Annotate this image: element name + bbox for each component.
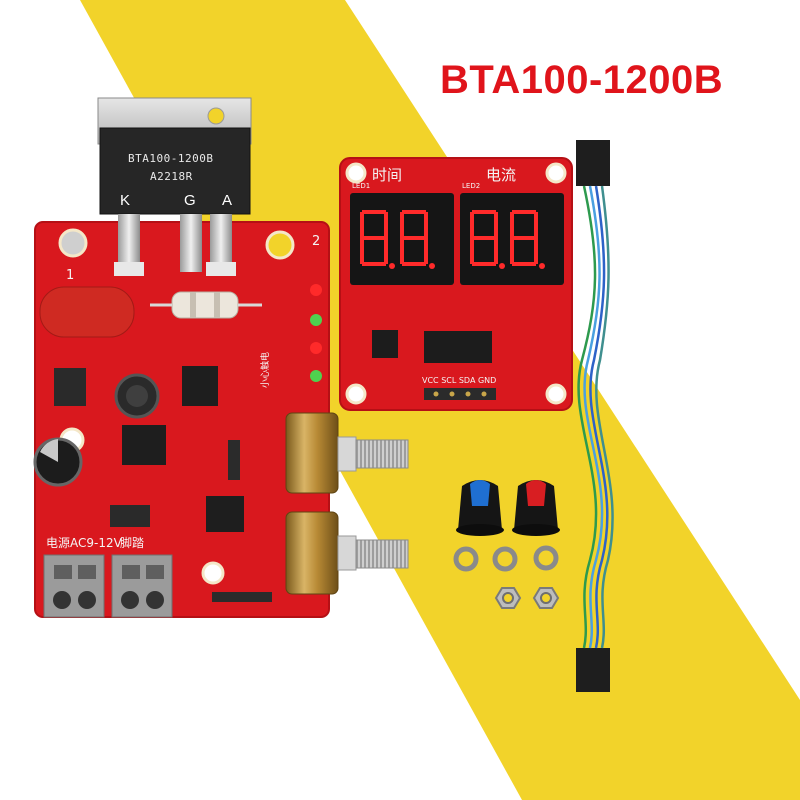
- triac-pin-k: K: [120, 192, 131, 209]
- label-caution: 小心触电: [261, 351, 271, 388]
- red-knob: [512, 480, 560, 536]
- board-marker-1: 1: [66, 268, 75, 283]
- board-marker-2: 2: [312, 234, 321, 249]
- label-display-header: VCC SCL SDA GND: [422, 376, 497, 385]
- pedal-terminal-block: [111, 554, 173, 618]
- potentiometer-lower: [285, 511, 409, 595]
- label-led2: LED2: [462, 182, 481, 190]
- power-terminal-block: [43, 554, 105, 618]
- dupont-cable: [576, 140, 614, 692]
- display-pcb-board: [339, 157, 573, 411]
- triac-marking-line1: BTA100-1200B: [128, 152, 214, 165]
- display-driver-chip: [424, 331, 492, 363]
- triac-marking-line2: A2218R: [150, 170, 193, 183]
- potentiometer-upper: [285, 412, 409, 494]
- power-resistor: [171, 291, 239, 319]
- triac-body: [99, 127, 251, 215]
- label-power-input: 电源AC9-12V: [46, 536, 122, 550]
- washers: [453, 545, 559, 572]
- label-foot-pedal: 脚踏: [120, 536, 145, 550]
- blue-knob: [456, 480, 504, 536]
- product-title: BTA100-1200B: [440, 58, 724, 102]
- label-led1: LED1: [352, 182, 371, 190]
- film-capacitor: [39, 286, 135, 338]
- current-digits: [470, 210, 538, 266]
- nuts: [494, 587, 560, 609]
- label-time: 时间: [372, 166, 403, 184]
- label-current: 电流: [486, 166, 517, 184]
- main-pcb-board: [33, 97, 409, 618]
- time-digits: [360, 210, 428, 266]
- triac-pin-a: A: [222, 192, 233, 209]
- triac-pin-g: G: [184, 192, 196, 209]
